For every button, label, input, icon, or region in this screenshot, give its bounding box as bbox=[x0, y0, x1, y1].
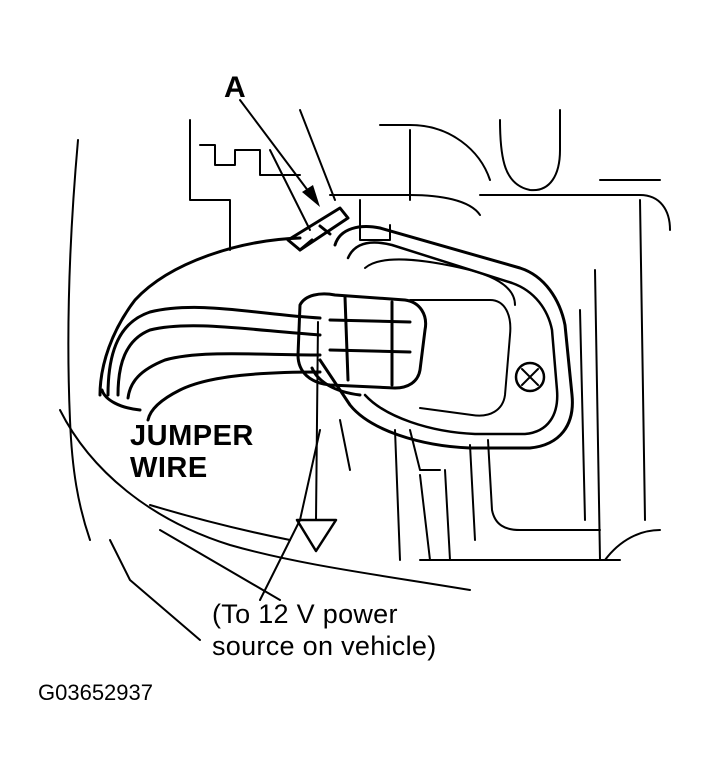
callout-a-leader bbox=[239, 99, 320, 207]
figure-id: G03652937 bbox=[38, 680, 153, 705]
terminal-triangle-icon bbox=[295, 518, 338, 553]
power-note-line1: (To 12 V power bbox=[212, 599, 398, 629]
jumper-label-line1: JUMPER bbox=[130, 420, 254, 452]
background-structure bbox=[59, 109, 671, 641]
blower-resistor bbox=[318, 225, 574, 450]
connector bbox=[296, 292, 428, 397]
power-lead bbox=[295, 321, 338, 553]
jumper-label-line2: WIRE bbox=[130, 452, 208, 484]
callout-a-label: A bbox=[224, 71, 246, 104]
power-note-line2: source on vehicle) bbox=[212, 631, 437, 661]
wire-harness bbox=[98, 236, 322, 422]
jumper-wire-label: JUMPER WIRE bbox=[130, 420, 254, 484]
power-source-note: (To 12 V power source on vehicle) bbox=[212, 598, 437, 662]
jumper-wire-probe bbox=[286, 206, 350, 252]
